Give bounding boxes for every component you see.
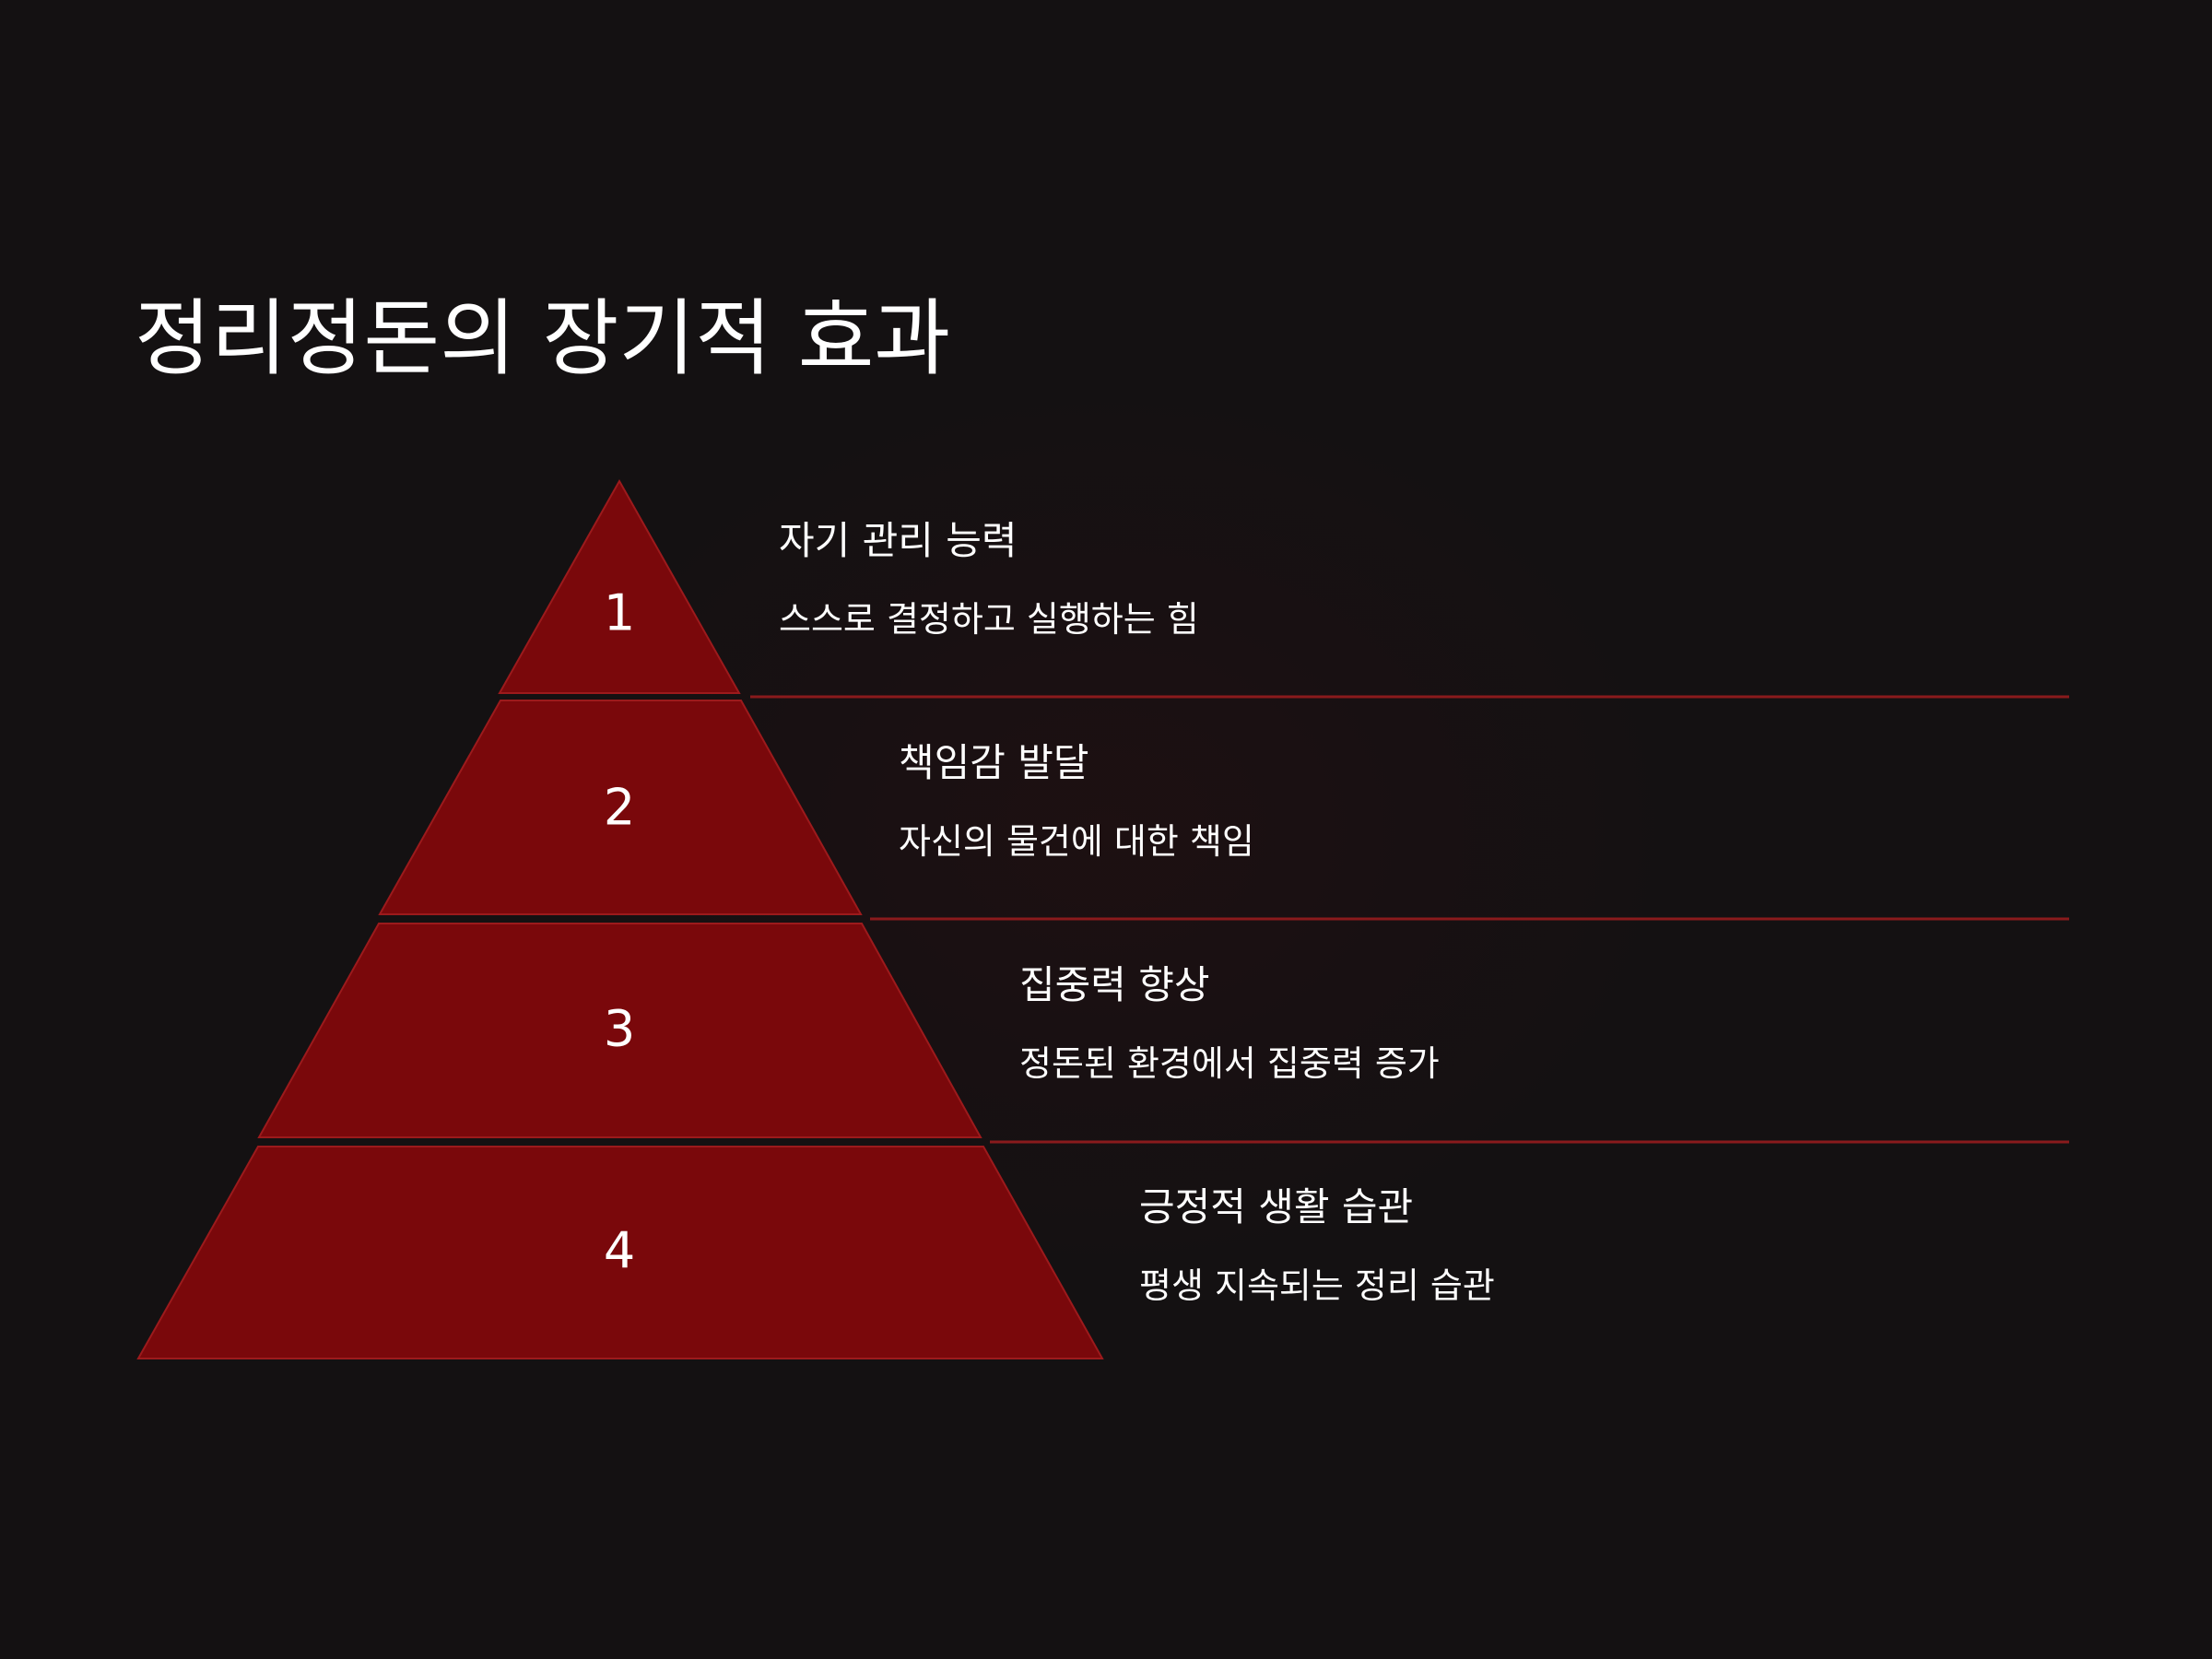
tier-number-4: 4 [604, 1222, 635, 1280]
level-description: 정돈된 환경에서 집중력 증가 [1019, 1043, 1440, 1085]
level-description: 평생 지속되는 정리 습관 [1139, 1265, 1495, 1307]
pyramid-tier-3 [257, 923, 982, 1138]
tier-number-3: 3 [604, 1000, 635, 1058]
level-text-1: 자기 관리 능력 스스로 결정하고 실행하는 힘 [779, 518, 1199, 641]
level-heading: 집중력 향상 [1019, 962, 1210, 1007]
level-heading: 자기 관리 능력 [779, 518, 1018, 563]
slide-title: 정리정돈의 장기적 효과 [135, 290, 951, 387]
tier-number-2: 2 [604, 779, 635, 837]
level-heading: 책임감 발달 [899, 740, 1089, 785]
pyramid-tier-2 [378, 700, 863, 915]
level-description: 스스로 결정하고 실행하는 힘 [779, 599, 1199, 641]
level-text-3: 집중력 향상 정돈된 환경에서 집중력 증가 [1019, 962, 1440, 1086]
pyramid-tier-1 [498, 478, 741, 694]
pyramid-tier-4 [136, 1146, 1104, 1359]
level-heading: 긍정적 생활 습관 [1139, 1184, 1414, 1230]
tier-number-1: 1 [604, 584, 635, 642]
level-text-2: 책임감 발달 자신의 물건에 대한 책임 [899, 740, 1254, 864]
level-description: 자신의 물건에 대한 책임 [899, 821, 1254, 863]
level-text-4: 긍정적 생활 습관 평생 지속되는 정리 습관 [1139, 1184, 1495, 1308]
